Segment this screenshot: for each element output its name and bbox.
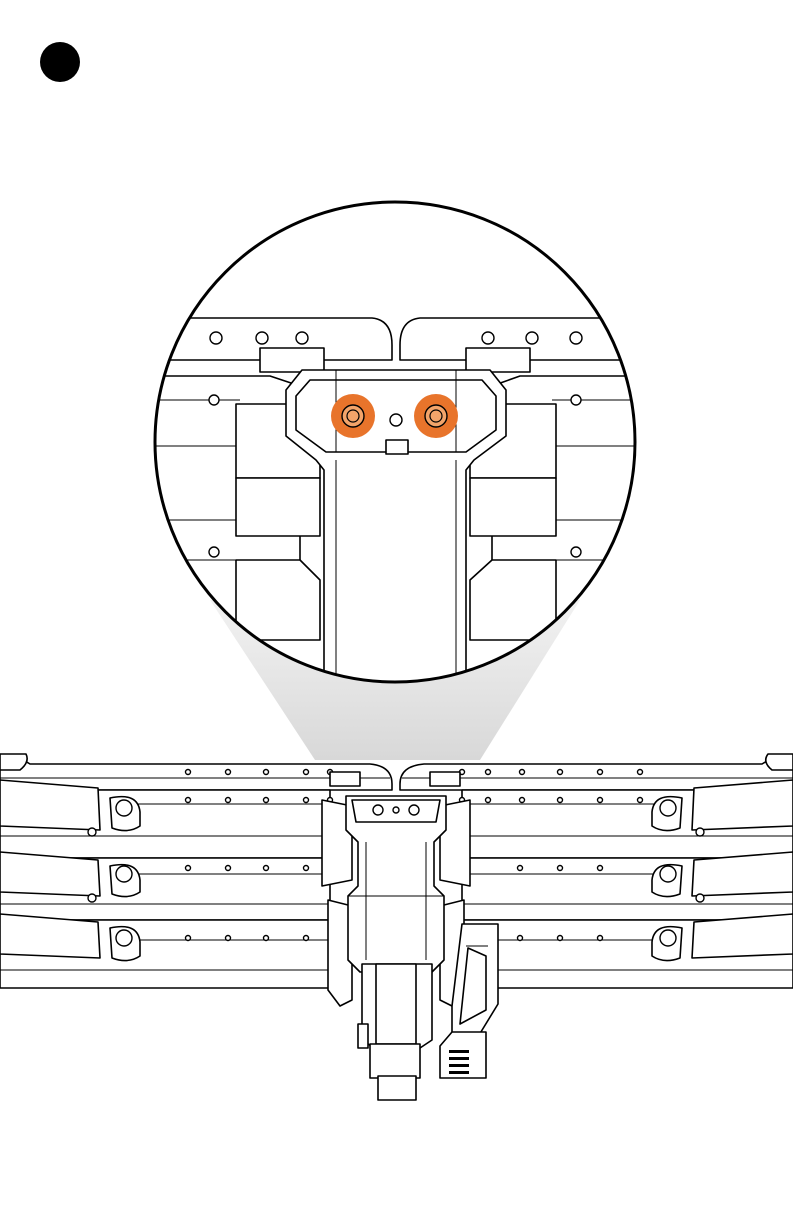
rail-hole: [486, 798, 491, 803]
rack-assembly: [0, 754, 793, 1100]
rail-hole: [518, 866, 523, 871]
rail-hole: [598, 798, 603, 803]
rail-hole: [518, 936, 523, 941]
rail-hole: [304, 798, 309, 803]
rail-hole: [226, 770, 231, 775]
rail-hole: [264, 798, 269, 803]
rail-hole: [304, 866, 309, 871]
arm-left-3: [0, 914, 330, 988]
detail-callout: [130, 202, 660, 690]
rail-hole: [264, 866, 269, 871]
arm-right-1: [462, 780, 793, 858]
arm-right-2: [462, 852, 793, 920]
rail-hole: [304, 770, 309, 775]
rail-hole: [638, 770, 643, 775]
bolt-left-highlight: [331, 394, 375, 438]
rail-hole: [638, 798, 643, 803]
rail-hole: [186, 866, 191, 871]
rail-hole: [226, 866, 231, 871]
rail-hole: [304, 936, 309, 941]
arm-left-1: [0, 780, 330, 858]
rail-hole: [520, 798, 525, 803]
bolt-right-highlight: [414, 394, 458, 438]
rail-hole: [558, 798, 563, 803]
rail-hole: [264, 770, 269, 775]
rail-hole: [226, 936, 231, 941]
rail-hole: [186, 936, 191, 941]
rail-hole: [186, 798, 191, 803]
rail-hole: [226, 798, 231, 803]
rail-hole: [264, 936, 269, 941]
rail-hole: [186, 770, 191, 775]
bottom-mount: [358, 964, 432, 1100]
rail-hole: [598, 936, 603, 941]
rail-hole: [520, 770, 525, 775]
rail-hole: [598, 770, 603, 775]
rail-hole: [486, 770, 491, 775]
rail-hole: [558, 936, 563, 941]
rail-hole: [558, 770, 563, 775]
rail-hole: [598, 866, 603, 871]
arm-right-3: [462, 914, 793, 988]
rail-hole: [558, 866, 563, 871]
arm-left-2: [0, 852, 330, 920]
